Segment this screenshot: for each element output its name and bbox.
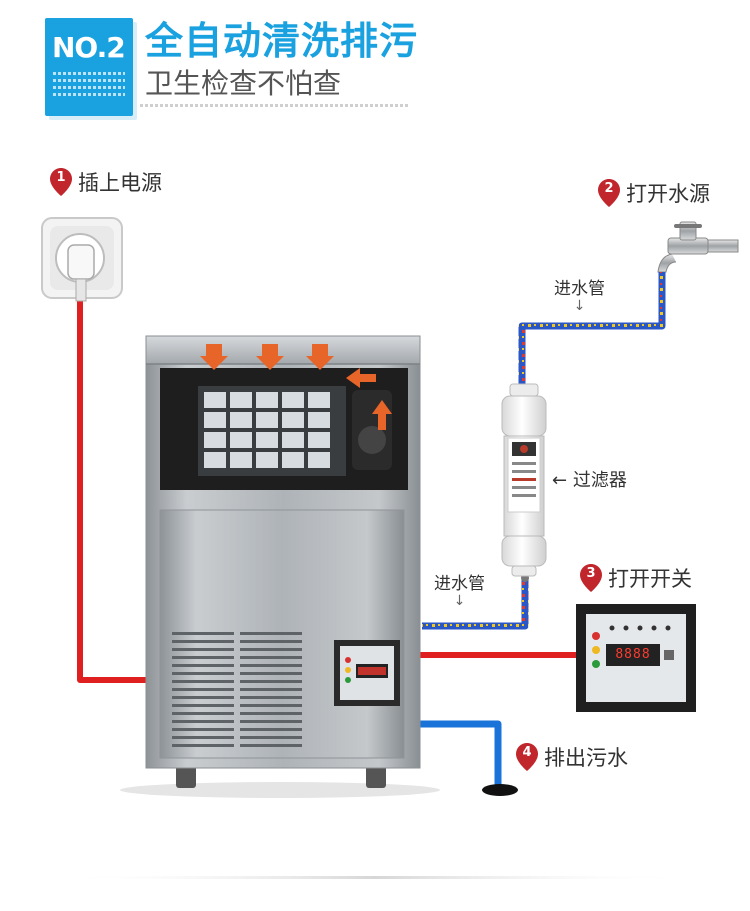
arrow-left-icon: ← [552,470,568,491]
pipe-label-text: 进水管 [554,279,605,299]
wall-socket [41,217,123,302]
badge-number: NO.2 [52,31,126,64]
water-filter [501,383,547,577]
control-panel-display: 8888 [615,647,651,662]
water-tap [657,221,739,273]
arrow-down-icon: ↓ [453,593,466,610]
step-label: 插上电源 [78,171,162,195]
ice-machine [120,335,440,798]
badge-decoration [53,72,125,100]
location-pin-icon: 4 [516,743,538,771]
step-number: 2 [604,181,614,196]
step-3: 3 打开开关 [580,563,692,593]
drain-pipe [405,720,518,796]
step-number: 1 [56,170,66,185]
inlet-pipe-label-top: 进水管 ↓ [554,279,605,313]
location-pin-icon: 2 [598,179,620,207]
step-2: 2 打开水源 [598,178,710,208]
pipe-label-text: 进水管 [434,574,485,594]
title-divider [140,104,410,107]
inlet-pipe-label-bottom: 进水管 ↓ [434,574,485,608]
step-label: 打开水源 [626,182,710,206]
floor-shadow [60,876,690,879]
location-pin-icon: 3 [580,564,602,592]
power-cable [77,300,580,683]
filter-label: ← 过滤器 [552,466,627,492]
step-number: 4 [522,745,532,760]
control-panel [576,604,696,712]
arrow-down-icon: ↓ [573,298,586,315]
step-number: 3 [586,566,596,581]
step-1: 1 插上电源 [50,167,162,197]
step-4: 4 排出污水 [516,742,628,772]
step-label: 打开开关 [608,567,692,591]
section-number-badge: NO.2 [45,18,133,116]
page-title: 全自动清洗排污 [145,19,419,63]
location-pin-icon: 1 [50,168,72,196]
page-subtitle: 卫生检查不怕查 [145,67,342,100]
step-label: 排出污水 [544,746,628,770]
filter-label-text: 过滤器 [572,470,627,491]
